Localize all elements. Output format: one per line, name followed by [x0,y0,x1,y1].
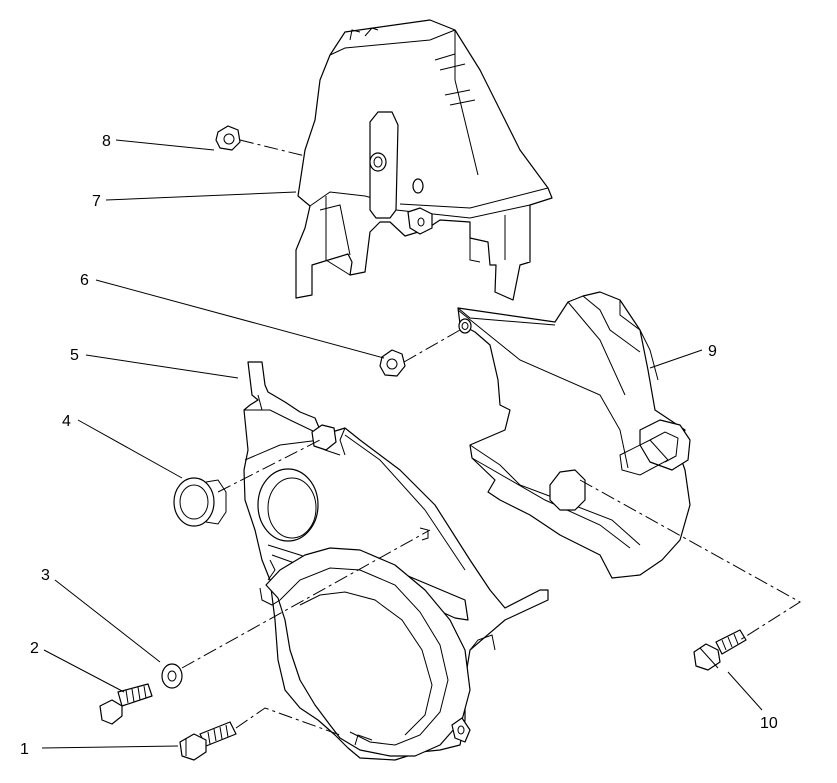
callout-6: 6 [80,272,89,289]
leader-line-10 [727,671,763,711]
callout-3: 3 [41,567,50,584]
bolt-part-1 [179,721,237,761]
callout-10: 10 [760,715,778,732]
front-cover-part [243,361,549,761]
leader-lines [41,139,763,749]
upper-cover-part [295,19,553,301]
bolt-part-2 [99,683,153,725]
leader-line-1 [41,745,179,749]
callout-labels: 1 2 3 4 5 6 7 8 9 10 [20,133,778,758]
leader-line-7 [105,191,297,201]
nut-part-8 [215,125,241,151]
leader-line-9 [649,349,703,369]
leader-line-8 [115,139,215,151]
leader-line-4 [77,419,183,479]
right-cover-part [457,291,691,579]
bolt-part-10 [693,629,747,671]
grommet-part-4 [173,477,227,527]
callout-8: 8 [102,133,111,150]
leader-line-3 [54,579,161,663]
callout-2: 2 [30,640,39,657]
assembly-lines [181,139,801,736]
callout-7: 7 [92,193,101,210]
leader-line-6 [95,279,385,359]
callout-5: 5 [70,347,79,364]
callout-4: 4 [62,413,71,430]
leader-line-5 [85,354,239,379]
nut-part-6 [379,349,406,377]
washer-part-3 [161,663,183,689]
callout-1: 1 [20,741,29,758]
leader-line-2 [43,649,125,693]
callout-9: 9 [708,343,717,360]
